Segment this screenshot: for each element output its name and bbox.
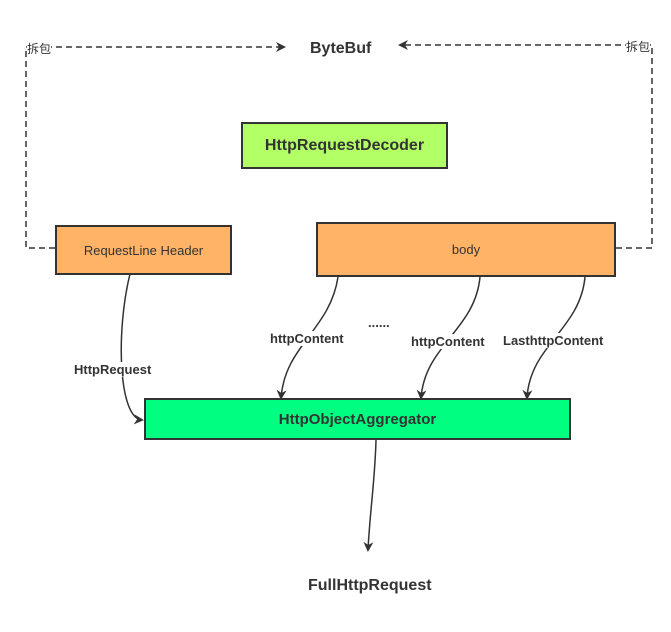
body-node: body xyxy=(316,222,616,277)
http-request-label: HttpRequest xyxy=(74,362,152,377)
unpack-right-edge xyxy=(398,40,653,249)
full-request-edge xyxy=(363,439,377,552)
requestline-header-node: RequestLine Header xyxy=(55,225,232,275)
http-object-aggregator-node: HttpObjectAggregator xyxy=(144,398,571,440)
last-http-content-label: LasthttpContent xyxy=(503,333,604,348)
http-request-decoder-node: HttpRequestDecoder xyxy=(241,122,448,169)
http-content-1-label: httpContent xyxy=(270,331,344,346)
http-content-2-label: httpContent xyxy=(411,334,485,349)
unpack-left-edge xyxy=(25,42,286,249)
full-http-request-node: FullHttpRequest xyxy=(308,577,432,594)
bytebuf-node: ByteBuf xyxy=(310,40,372,57)
unpack-right-label: 拆包 xyxy=(626,38,651,55)
unpack-left-label: 拆包 xyxy=(27,40,52,57)
ellipsis-label: ...... xyxy=(368,315,390,330)
http-request-edge xyxy=(120,273,144,425)
